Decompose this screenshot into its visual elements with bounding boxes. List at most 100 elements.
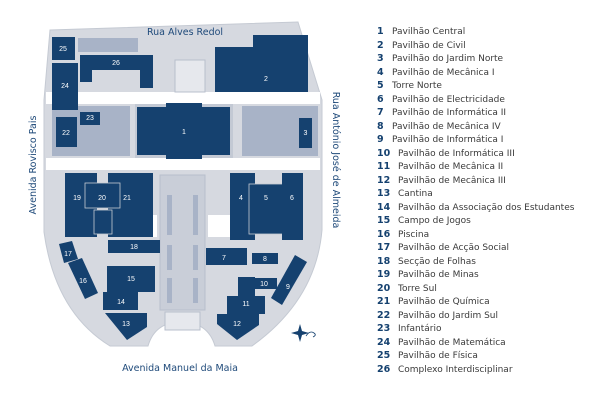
legend-number: 22 <box>377 309 391 321</box>
building-15[interactable]: 15 <box>107 266 155 292</box>
building-20[interactable]: 20 <box>84 182 121 235</box>
legend-number: 16 <box>377 228 391 240</box>
legend-label: Pavilhão de Mecânica II <box>398 162 504 172</box>
building-26[interactable]: 26 <box>80 55 153 88</box>
legend-label: Pavilhão de Física <box>398 351 478 361</box>
central-walkway <box>159 174 206 311</box>
building-18[interactable]: 18 <box>108 240 160 253</box>
legend-label: Piscina <box>398 229 430 240</box>
legend-number: 1 <box>377 26 384 37</box>
building-2[interactable]: 2 <box>215 35 308 92</box>
legend-label: Pavilhão de Electricidade <box>392 94 505 105</box>
legend-label: Pavilhão de Acção Social <box>398 243 510 253</box>
street-south: Avenida Manuel da Maia <box>122 363 238 374</box>
svg-text:5: 5 <box>264 195 268 202</box>
legend-item: 9 Pavilhão de Informática I <box>377 133 574 147</box>
legend-number: 17 <box>377 242 391 253</box>
legend-label: Pavilhão de Informática III <box>398 148 515 159</box>
building-23[interactable]: 23 <box>80 112 100 125</box>
legend-label: Campo de Jogos <box>398 216 471 226</box>
legend-item: 15 Campo de Jogos <box>377 214 574 228</box>
legend-number: 9 <box>377 134 384 145</box>
svg-text:19: 19 <box>73 195 81 202</box>
legend-number: 24 <box>377 336 391 348</box>
building-24[interactable]: 24 <box>52 63 78 110</box>
building-5[interactable]: 5 <box>248 183 285 235</box>
legend-label: Pavilhão Central <box>392 27 466 37</box>
legend-number: 15 <box>377 215 391 226</box>
legend-number: 6 <box>377 93 384 105</box>
svg-text:8: 8 <box>263 256 267 263</box>
svg-text:21: 21 <box>123 195 131 202</box>
svg-text:22: 22 <box>62 130 70 137</box>
legend-label: Pavilhão de Informática I <box>392 135 504 145</box>
legend-label: Pavilhão de Informática II <box>392 108 507 118</box>
building-25[interactable]: 25 <box>52 37 75 60</box>
legend-label: Pavilhão de Química <box>398 297 490 307</box>
svg-text:11: 11 <box>242 301 249 308</box>
legend-item: 12 Pavilhão de Mecânica III <box>377 174 574 188</box>
legend-number: 19 <box>377 269 391 280</box>
legend-number: 20 <box>377 282 391 294</box>
building-1[interactable]: 1 <box>137 103 230 159</box>
svg-text:17: 17 <box>64 251 72 258</box>
campus-map: 1 2 3 4 5 6 7 8 9 10 11 12 <box>28 21 341 374</box>
legend-item: 1 Pavilhão Central <box>377 25 574 39</box>
legend-label: Cantina <box>398 189 433 199</box>
legend-label: Pavilhão de Mecânica IV <box>392 121 501 132</box>
building-9[interactable]: 9 <box>271 255 307 305</box>
legend-number: 12 <box>377 174 391 186</box>
svg-text:25: 25 <box>59 46 67 53</box>
legend-number: 14 <box>377 201 391 213</box>
legend-number: 23 <box>377 323 391 334</box>
legend-number: 8 <box>377 120 384 132</box>
building-17[interactable]: 17 <box>59 241 78 263</box>
svg-text:10: 10 <box>260 281 268 288</box>
legend-label: Pavilhão de Minas <box>398 270 479 280</box>
legend-number: 10 <box>377 147 391 159</box>
building-8[interactable]: 8 <box>252 253 278 264</box>
building-22[interactable]: 22 <box>56 117 77 147</box>
legend-number: 18 <box>377 255 391 267</box>
building-6[interactable]: 6 <box>282 173 303 240</box>
svg-text:9: 9 <box>286 284 290 291</box>
legend-number: 26 <box>377 363 391 375</box>
svg-text:2: 2 <box>264 76 268 83</box>
svg-text:13: 13 <box>122 321 130 328</box>
garden-top-left <box>78 38 138 52</box>
walkway-strip <box>193 195 198 235</box>
svg-text:4: 4 <box>239 195 243 202</box>
stairs-north <box>174 59 206 93</box>
walkway-strip <box>167 245 172 270</box>
svg-text:15: 15 <box>127 276 135 283</box>
svg-text:23: 23 <box>86 115 94 122</box>
building-13[interactable]: 13 <box>105 313 147 340</box>
legend-number: 5 <box>377 80 384 91</box>
building-16[interactable]: 16 <box>68 258 98 299</box>
legend-item: 16 Piscina <box>377 228 574 242</box>
building-3[interactable]: 3 <box>299 118 312 148</box>
building-11[interactable]: 11 <box>227 277 265 314</box>
building-12[interactable]: 12 <box>217 314 259 340</box>
building-10[interactable]: 10 <box>255 278 277 289</box>
stairs-south <box>164 311 201 331</box>
walkway-strip <box>193 245 198 270</box>
legend-item: 8 Pavilhão de Mecânica IV <box>377 120 574 134</box>
svg-text:26: 26 <box>112 60 120 67</box>
building-7[interactable]: 7 <box>206 248 247 265</box>
legend-label: Pavilhão de Mecânica III <box>398 175 506 186</box>
building-14[interactable]: 14 <box>103 292 138 310</box>
walkway-strip <box>193 278 198 303</box>
legend-item: 17 Pavilhão de Acção Social <box>377 241 574 255</box>
legend-number: 2 <box>377 39 384 51</box>
